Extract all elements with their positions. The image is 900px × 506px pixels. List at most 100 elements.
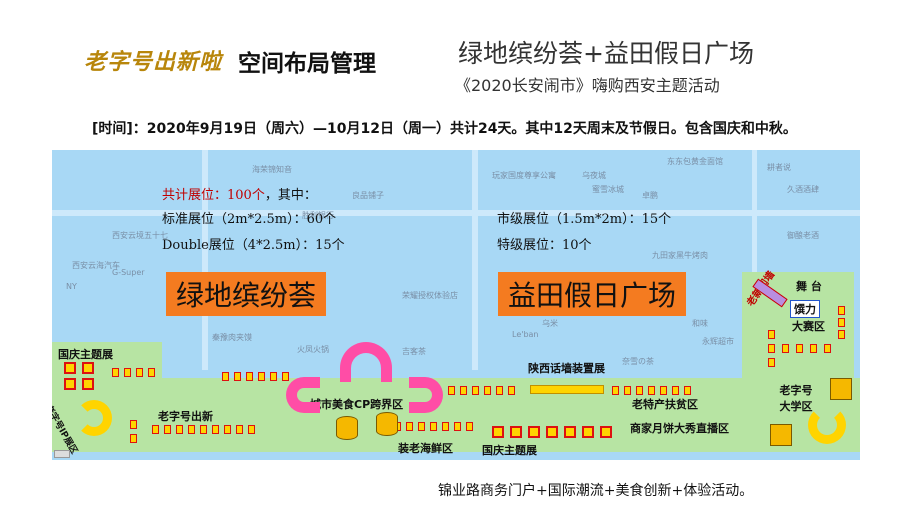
booth: [496, 386, 503, 395]
booth: [564, 426, 576, 438]
booth: [484, 386, 491, 395]
booth: [200, 425, 207, 434]
map-label: 永辉超市: [702, 337, 734, 346]
booth: [188, 425, 195, 434]
zone-seafood: 装老海鲜区: [398, 442, 453, 455]
zone-laozihao-new: 老字号出新: [158, 410, 213, 423]
schedule-line: [时间]：2020年9月19日（周六）—10月12日（周一）共计24天。其中12…: [92, 118, 797, 138]
map-label: G-Super: [112, 268, 145, 277]
map-label: 乌夜城: [582, 171, 606, 180]
booth: [782, 344, 789, 353]
map-label: 乌米: [542, 319, 558, 328]
booth: [582, 426, 594, 438]
zone-university: 老字号大学区: [779, 384, 813, 413]
event-subtitle: 《2020长安闹市》嗨购西安主题活动: [455, 76, 720, 95]
traffic-light-icon: [54, 450, 70, 458]
booth: [810, 344, 817, 353]
map-label: 和味: [692, 319, 708, 328]
booth: [430, 422, 437, 431]
booth: [234, 372, 241, 381]
event-title: 绿地缤纷荟+益田假日广场: [458, 39, 754, 68]
booth: [212, 425, 219, 434]
map-label: 九田家黑牛烤肉: [652, 251, 708, 260]
logo-script-text: 老字号出新啦: [84, 49, 223, 75]
map-label: 蜜雪冰城: [592, 185, 624, 194]
arch-installation: [286, 377, 320, 413]
curved-display: [76, 400, 112, 436]
map-label: 西安云境五十七: [112, 231, 168, 240]
map-label: 玩家国度尊享公寓: [492, 171, 556, 180]
map-label: 卓鹏: [642, 191, 658, 200]
venue-right-label: 益田假日广场: [498, 272, 687, 316]
booth: [130, 434, 137, 443]
map-label: 荣耀授权体验店: [402, 291, 458, 300]
stat-double: Double展位（4*2.5m）：15个: [162, 238, 345, 253]
booth: [624, 386, 631, 395]
booth: [124, 368, 131, 377]
map-label: 火凤火锅: [297, 345, 329, 354]
footer-text: 锦业路商务门户+国际潮流+美食创新+体验活动。: [438, 483, 754, 499]
zone-contest: 大赛区: [792, 320, 825, 333]
map-label: 秦豫肉夹馍: [212, 333, 252, 342]
page-title: 空间布局管理: [238, 51, 376, 77]
map-label: 吉客茶: [402, 347, 426, 356]
booth: [248, 425, 255, 434]
curved-display: [808, 406, 846, 444]
booth: [612, 386, 619, 395]
booth: [418, 422, 425, 431]
booth: [282, 372, 289, 381]
map-label: 御酿老酒: [787, 231, 819, 240]
map-label: 东东包黄金面馆: [667, 157, 723, 166]
stat-city: 市级展位（1.5m*2m）：15个: [497, 212, 672, 227]
map-label: NY: [66, 282, 77, 291]
booth: [406, 422, 413, 431]
booth: [448, 386, 455, 395]
zone-national-day-bottom: 国庆主题展: [482, 444, 537, 457]
booth: [660, 386, 667, 395]
map-label: 西安云海汽车: [72, 261, 120, 270]
booth: [768, 330, 775, 339]
venue-left-label: 绿地缤纷荟: [166, 272, 327, 316]
stat-total-suffix: ，其中：: [264, 188, 317, 203]
cylinder-kiosk: [336, 416, 358, 440]
schedule-label: [时间]: [92, 121, 133, 137]
map-label: 奈雪の茶: [622, 357, 654, 366]
booth: [236, 425, 243, 434]
map-label: 胜利银行: [302, 211, 334, 220]
stat-standard: 标准展位（2m*2.5m）：60个: [162, 212, 337, 227]
booth: [82, 378, 94, 390]
booth: [510, 426, 522, 438]
brand-badge: 馔力: [790, 300, 820, 318]
stat-total: 共计展位：100个，其中：: [162, 188, 317, 203]
booth: [472, 386, 479, 395]
booth: [838, 318, 845, 327]
map-label: 久酒酒肆: [787, 185, 819, 194]
booth: [224, 425, 231, 434]
zone-mooncake: 商家月饼大秀直播区: [630, 422, 729, 435]
map-label: 良品铺子: [352, 191, 384, 200]
map-road: [52, 210, 860, 216]
booth: [148, 368, 155, 377]
stat-special: 特级展位：10个: [497, 238, 592, 253]
booth: [648, 386, 655, 395]
booth: [546, 426, 558, 438]
booth: [528, 426, 540, 438]
booth: [136, 368, 143, 377]
booth: [164, 425, 171, 434]
booth: [768, 344, 775, 353]
booth: [508, 386, 515, 395]
map-label: 海荣锦知音: [252, 165, 292, 174]
booth: [466, 422, 473, 431]
booth: [460, 386, 467, 395]
booth: [824, 344, 831, 353]
zone-poverty: 老特产扶贫区: [632, 398, 698, 411]
booth: [246, 372, 253, 381]
booth: [684, 386, 691, 395]
booth: [222, 372, 229, 381]
booth: [600, 426, 612, 438]
zone-national-day-top: 国庆主题展: [58, 348, 113, 361]
booth: [130, 420, 137, 429]
booth: [64, 362, 76, 374]
wall-installation-bar: [530, 385, 604, 394]
booth: [768, 358, 775, 367]
